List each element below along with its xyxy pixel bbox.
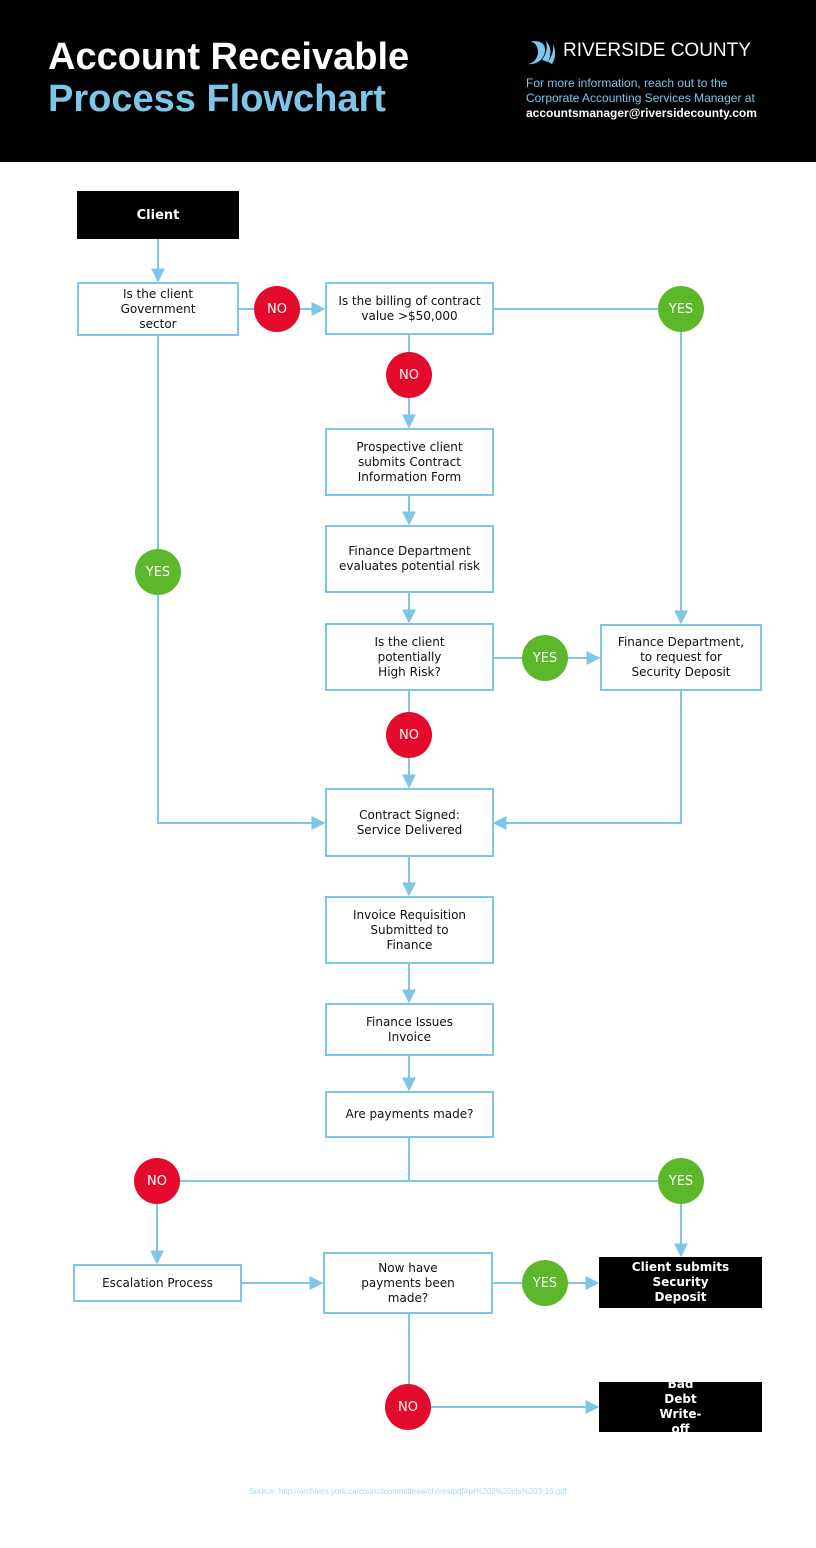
node-is-government: Is the client Government sector	[77, 282, 239, 336]
node-client: Client	[77, 191, 239, 239]
riverside-logo-icon	[528, 41, 556, 65]
label-no-high-risk: NO	[386, 712, 432, 758]
node-payments-made: Are payments made?	[325, 1091, 494, 1138]
contact-email[interactable]: accountsmanager@riversidecounty.com	[526, 106, 757, 120]
node-high-risk: Is the client potentially High Risk?	[325, 623, 494, 691]
edge-government-yes-to-contract	[157, 336, 326, 830]
node-invoice-requisition: Invoice Requisition Submitted to Finance	[325, 896, 494, 964]
label-no-payments: NO	[134, 1158, 180, 1204]
label-yes-government: YES	[135, 549, 181, 595]
edge-request-to-contract	[492, 691, 682, 830]
node-evaluates-risk: Finance Department evaluates potential r…	[325, 525, 494, 593]
node-contract-signed: Contract Signed: Service Delivered	[325, 788, 494, 857]
title-line-1: Account Receivable	[48, 36, 410, 78]
brand-name: RIVERSIDE COUNTY	[563, 40, 751, 61]
node-issues-invoice: Finance Issues Invoice	[325, 1003, 494, 1056]
node-billing-value: Is the billing of contract value >$50,00…	[325, 282, 494, 335]
label-no-billing: NO	[386, 352, 432, 398]
node-prospective-form: Prospective client submits Contract Info…	[325, 428, 494, 496]
label-yes-payments: YES	[658, 1158, 704, 1204]
info-line-2: Corporate Accounting Services Manager at	[526, 91, 755, 105]
edge-payments-split	[157, 1138, 681, 1182]
node-now-payments: Now have payments been made?	[323, 1252, 493, 1314]
contact-info: For more information, reach out to the C…	[526, 76, 816, 121]
title-line-2: Process Flowchart	[48, 78, 386, 120]
node-client-deposit: Client submits Security Deposit	[599, 1257, 762, 1308]
edge-billing-yes-to-request	[494, 308, 688, 625]
header: Account Receivable Process Flowchart RIV…	[0, 0, 816, 162]
node-request-deposit: Finance Department, to request for Secur…	[600, 624, 762, 691]
label-no-now-payments: NO	[385, 1384, 431, 1430]
label-yes-high-risk: YES	[522, 635, 568, 681]
node-bad-debt: Bad Debt Write-off	[599, 1377, 762, 1436]
label-yes-billing: YES	[658, 286, 704, 332]
source-link[interactable]: Source: http://archives.york.ca/councilc…	[249, 1487, 567, 1496]
label-no-government: NO	[254, 286, 300, 332]
node-escalation: Escalation Process	[73, 1264, 242, 1302]
info-line-1: For more information, reach out to the	[526, 76, 728, 90]
label-yes-now-payments: YES	[522, 1260, 568, 1306]
